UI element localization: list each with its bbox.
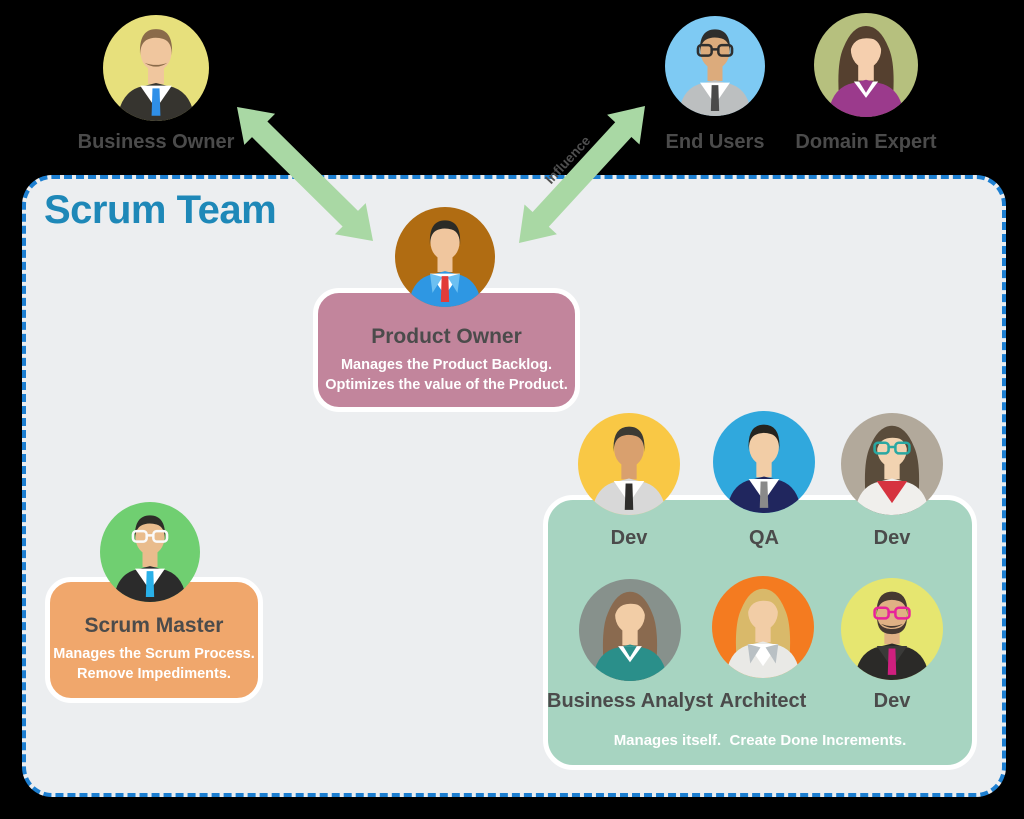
business-owner-label: Business Owner [77, 131, 235, 153]
dev-3-label: Dev [873, 690, 911, 712]
domain-expert-avatar [814, 13, 918, 117]
scrum-master-line-1: Manages the Scrum Process. [53, 646, 255, 662]
qa-avatar [713, 411, 815, 513]
product-owner-line-1: Manages the Product Backlog. [340, 357, 553, 373]
scrum-master-title: Scrum Master [84, 614, 224, 637]
product-owner-avatar [395, 207, 495, 307]
dev-1-label: Dev [610, 527, 648, 549]
end-users-avatar [665, 16, 765, 116]
product-owner-line-2: Optimizes the value of the Product. [325, 376, 568, 393]
qa-label: QA [749, 527, 779, 549]
product-owner-card: Product Owner Manages the Product Backlo… [313, 288, 580, 412]
business-analyst-avatar [579, 579, 681, 681]
architect-avatar [712, 576, 814, 678]
dev-2-label: Dev [873, 527, 911, 549]
scrum-master-line-2: Remove Impediments. [77, 665, 231, 682]
dev-1-avatar [578, 413, 680, 515]
business-analyst-label: Business Analyst [547, 690, 713, 712]
scrum-team-title: Scrum Team [44, 188, 277, 232]
architect-label: Architect [719, 690, 807, 712]
business-owner-avatar [103, 15, 209, 121]
end-users-label: End Users [665, 131, 765, 153]
domain-expert-label: Domain Expert [795, 131, 937, 153]
product-owner-title: Product Owner [371, 325, 522, 348]
dev-2-avatar [841, 413, 943, 515]
scrum-master-avatar [100, 502, 200, 602]
dev-team-caption: Manages itself. Create Done Increments. [613, 732, 907, 749]
dev-3-avatar [841, 578, 943, 680]
